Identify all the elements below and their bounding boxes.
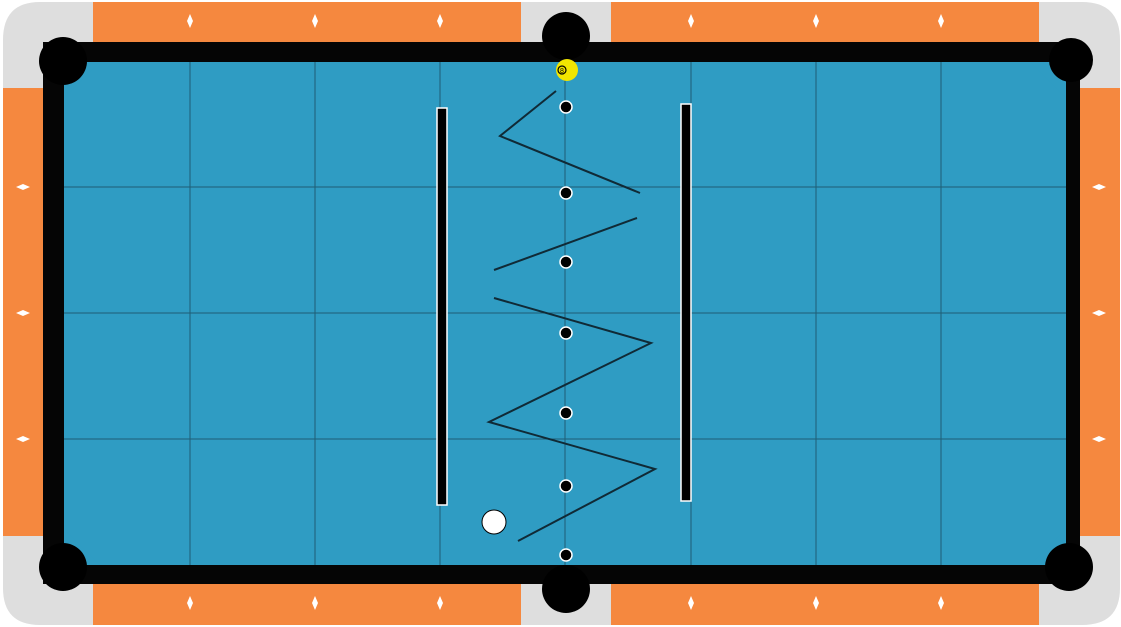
pocket-top-side — [542, 12, 590, 60]
target-dot — [560, 187, 572, 199]
rail-bottom-left — [93, 582, 521, 625]
object-ball[interactable]: 8 — [556, 59, 578, 81]
target-dot — [560, 256, 572, 268]
pocket-bottom-right — [1045, 543, 1093, 591]
pocket-bottom-side — [542, 565, 590, 613]
pocket-top-right — [1049, 38, 1093, 82]
pocket-top-left — [39, 37, 87, 85]
cue-ball[interactable] — [482, 510, 506, 534]
object-ball-number: 8 — [560, 68, 564, 75]
target-dot — [560, 327, 572, 339]
target-dot — [560, 101, 572, 113]
target-dot — [560, 549, 572, 561]
rail-bottom-right — [611, 582, 1039, 625]
target-dot — [560, 407, 572, 419]
guide-bar-left — [437, 108, 447, 505]
guide-bar-right — [681, 104, 691, 501]
rail-top-left — [93, 2, 521, 44]
target-dot — [560, 480, 572, 492]
pocket-bottom-left — [39, 543, 87, 591]
rail-top-right — [611, 2, 1039, 44]
